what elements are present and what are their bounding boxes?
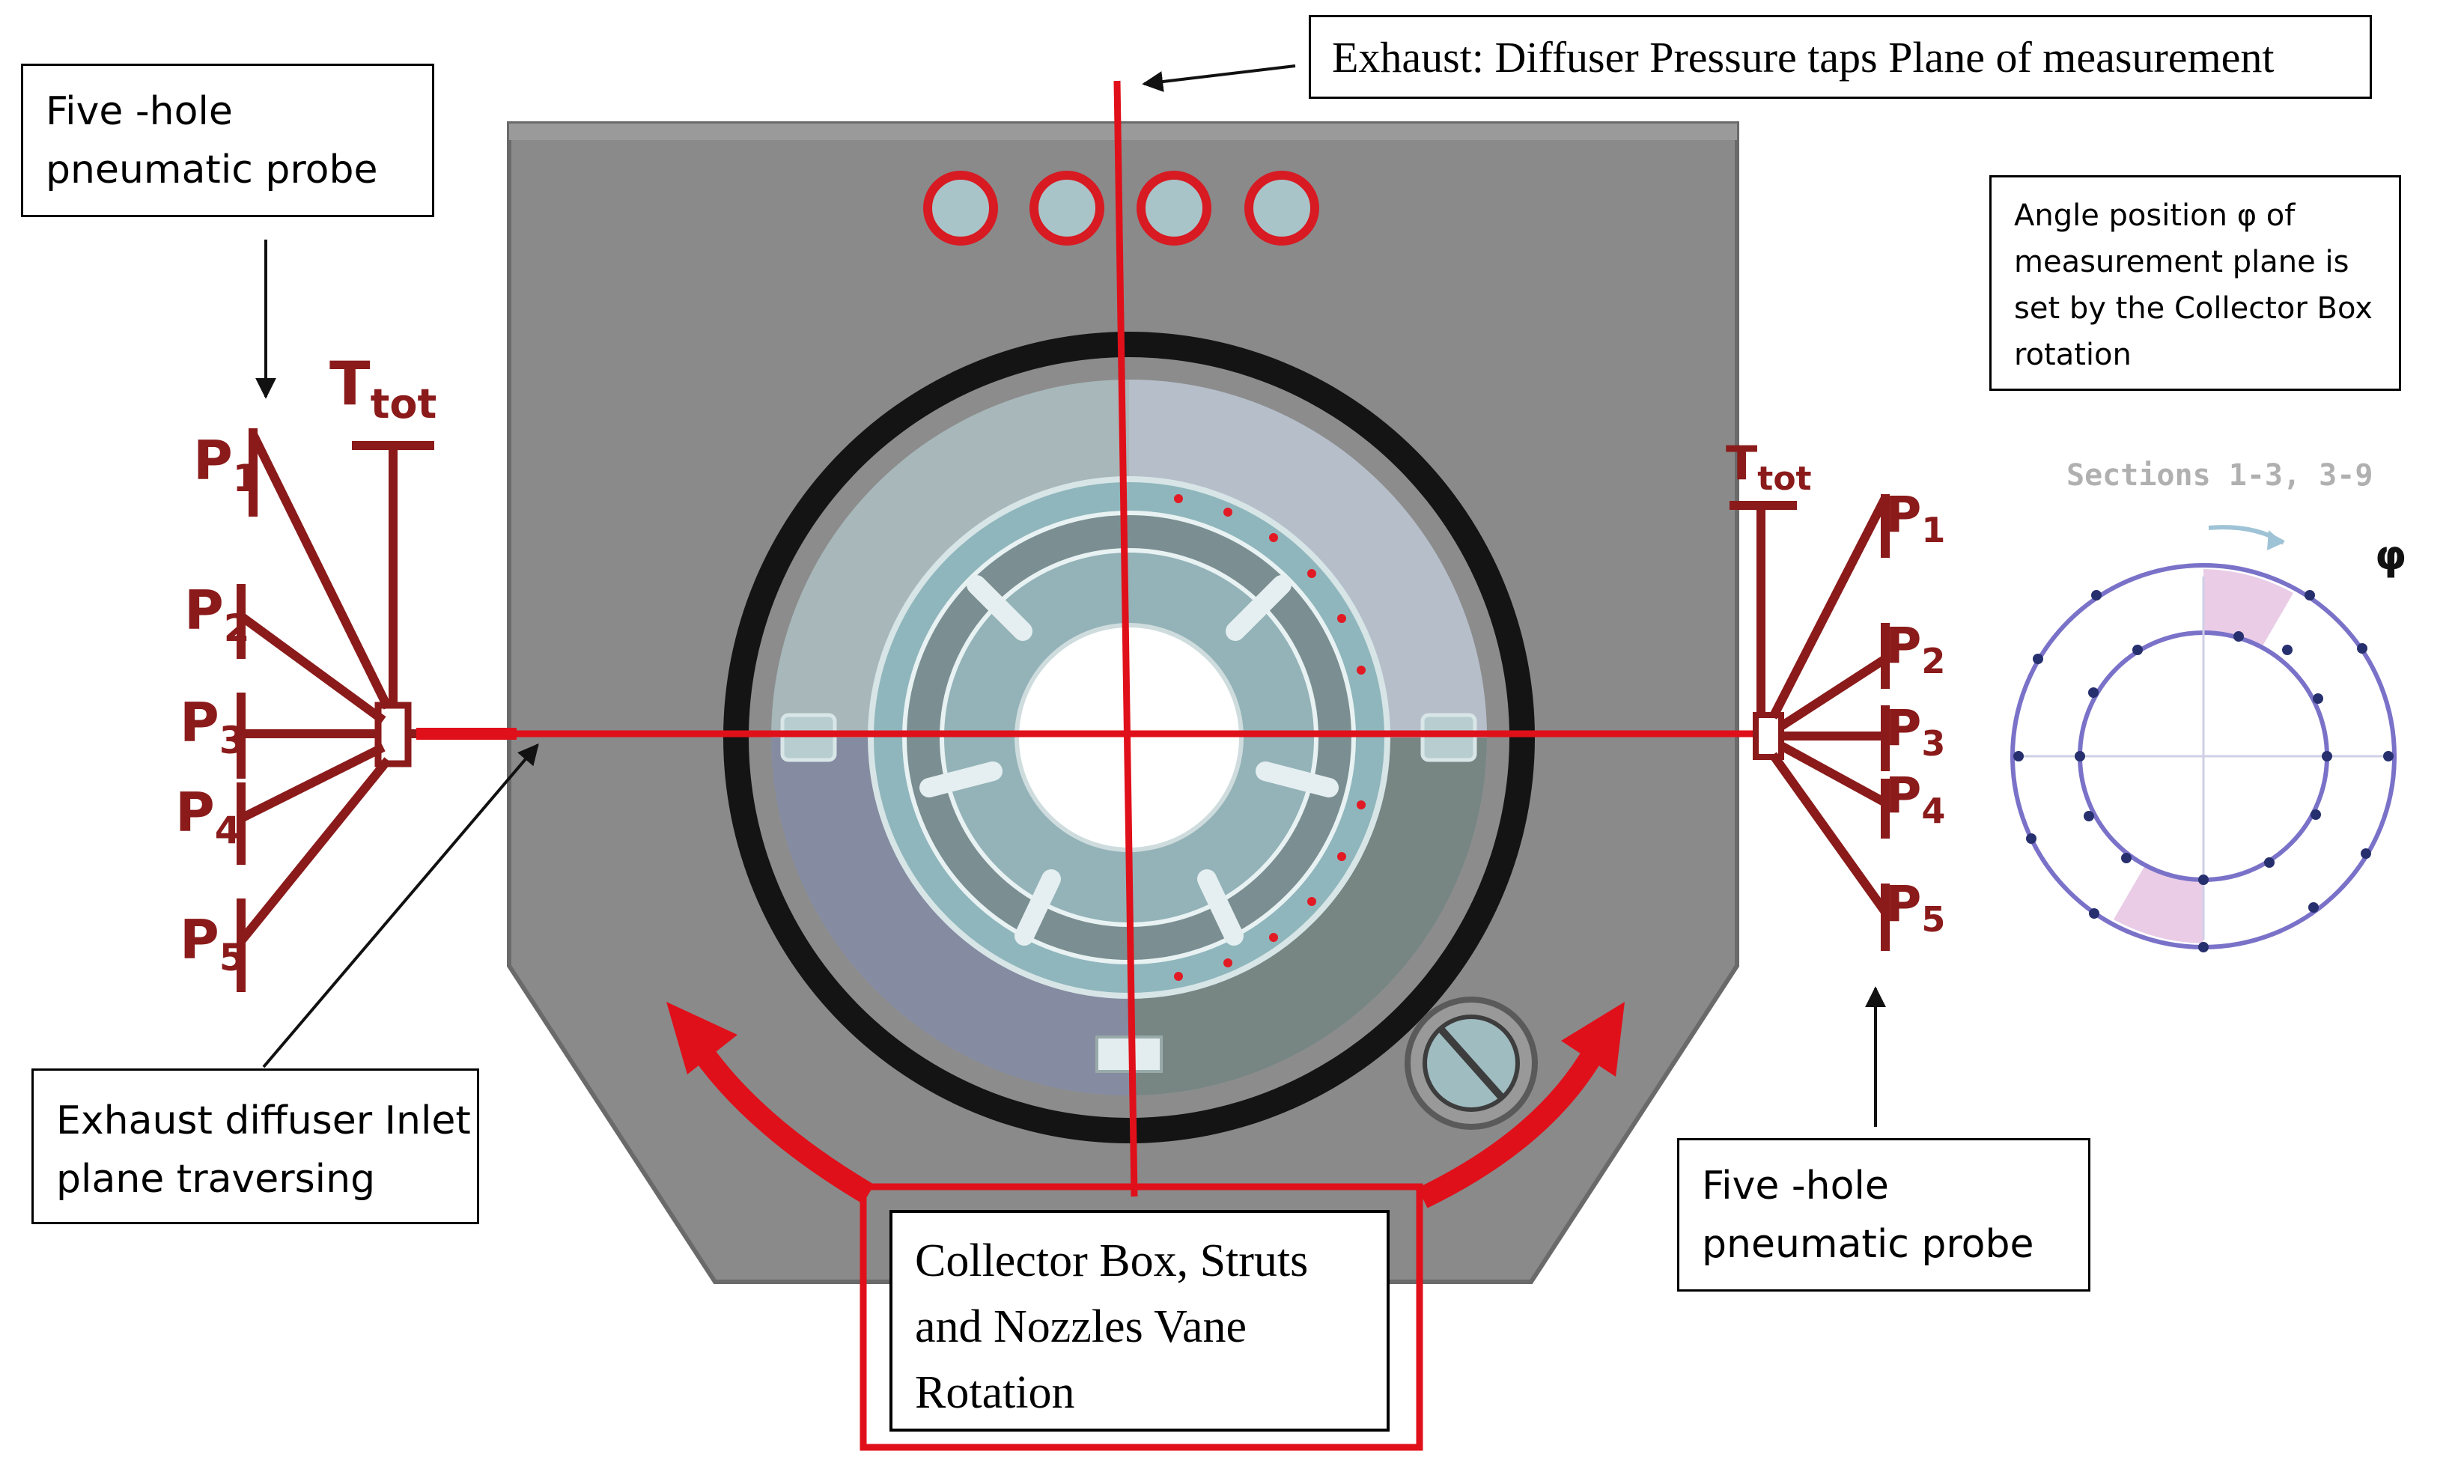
top-port-row [923, 171, 1319, 246]
p1-left-label: P1 [193, 429, 259, 500]
t-tot-right-label: Ttot [1726, 436, 1812, 498]
p3-right-label: P3 [1885, 699, 1945, 764]
callout-line: Rotation [915, 1367, 1075, 1418]
callout-line: pneumatic probe [46, 148, 378, 192]
top-port [1029, 171, 1104, 246]
probe-right [1730, 494, 1890, 951]
callout-collector-rotation: Collector Box, Struts and Nozzles Vane R… [889, 1210, 1390, 1432]
callout-angle-position: Angle position φ of measurement plane is… [1989, 175, 2401, 391]
callout-line: Five -hole [46, 89, 233, 134]
t-tot-left-label: Ttot [329, 349, 436, 428]
callout-line: Collector Box, Struts [915, 1235, 1309, 1286]
callout-line: measurement plane is [2014, 245, 2349, 279]
callout-line: Five -hole [1702, 1164, 1889, 1208]
rotation-arrow-right [1417, 1042, 1607, 1208]
callout-line: plane traversing [56, 1157, 376, 1202]
p2-right-label: P2 [1885, 617, 1945, 681]
top-port [1137, 171, 1211, 246]
callout-inlet-traverse: Exhaust diffuser Inlet plane traversing [31, 1068, 479, 1224]
p1-right-label: P1 [1885, 486, 1945, 550]
sections-inset: Sections 1-3, 3-9 φ [2010, 458, 2406, 952]
callout-probe-right: Five -hole pneumatic probe [1677, 1138, 2090, 1292]
rotation-arrow-left [685, 1034, 874, 1204]
callout-line: set by the Collector Box [2014, 291, 2373, 326]
callout-line: pneumatic probe [1702, 1222, 2034, 1267]
arrow-inlet-traverse [262, 743, 539, 1068]
p5-left-label: P5 [180, 908, 246, 979]
access-port [1405, 997, 1538, 1130]
p4-right-label: P4 [1885, 767, 1945, 831]
pointer-arrows [255, 64, 1886, 1127]
callout-line: Exhaust diffuser Inlet [56, 1098, 471, 1143]
callout-line: Angle position φ of [2014, 198, 2296, 233]
top-port [923, 171, 998, 246]
callout-line: rotation [2014, 338, 2132, 372]
collector-box-top-rim [509, 124, 1737, 140]
collector-callout-frame [860, 1183, 1423, 1451]
top-port [1244, 171, 1319, 246]
p2-left-label: P2 [184, 579, 250, 650]
sections-inset-title: Sections 1-3, 3-9 [2066, 458, 2373, 493]
measurement-plane-vertical-axis [1113, 80, 1138, 1197]
probe-left-labels: Ttot P1 P2 P3 P4 P5 [175, 349, 436, 979]
probe-left [237, 428, 517, 992]
p5-right-label: P5 [1885, 875, 1945, 940]
phi-symbol: φ [2375, 532, 2406, 579]
callout-probe-left: Five -hole pneumatic probe [21, 64, 434, 217]
probe-right-labels: Ttot P1 P2 P3 P4 P5 [1726, 436, 1945, 940]
p4-left-label: P4 [175, 781, 241, 852]
callout-line: Exhaust: Diffuser Pressure taps Plane of… [1332, 33, 2275, 82]
p3-left-label: P3 [180, 691, 246, 762]
callout-line: and Nozzles Vane [915, 1301, 1247, 1352]
callout-exhaust-plane: Exhaust: Diffuser Pressure taps Plane of… [1309, 15, 2372, 99]
arrow-exhaust-plane [1142, 64, 1296, 92]
